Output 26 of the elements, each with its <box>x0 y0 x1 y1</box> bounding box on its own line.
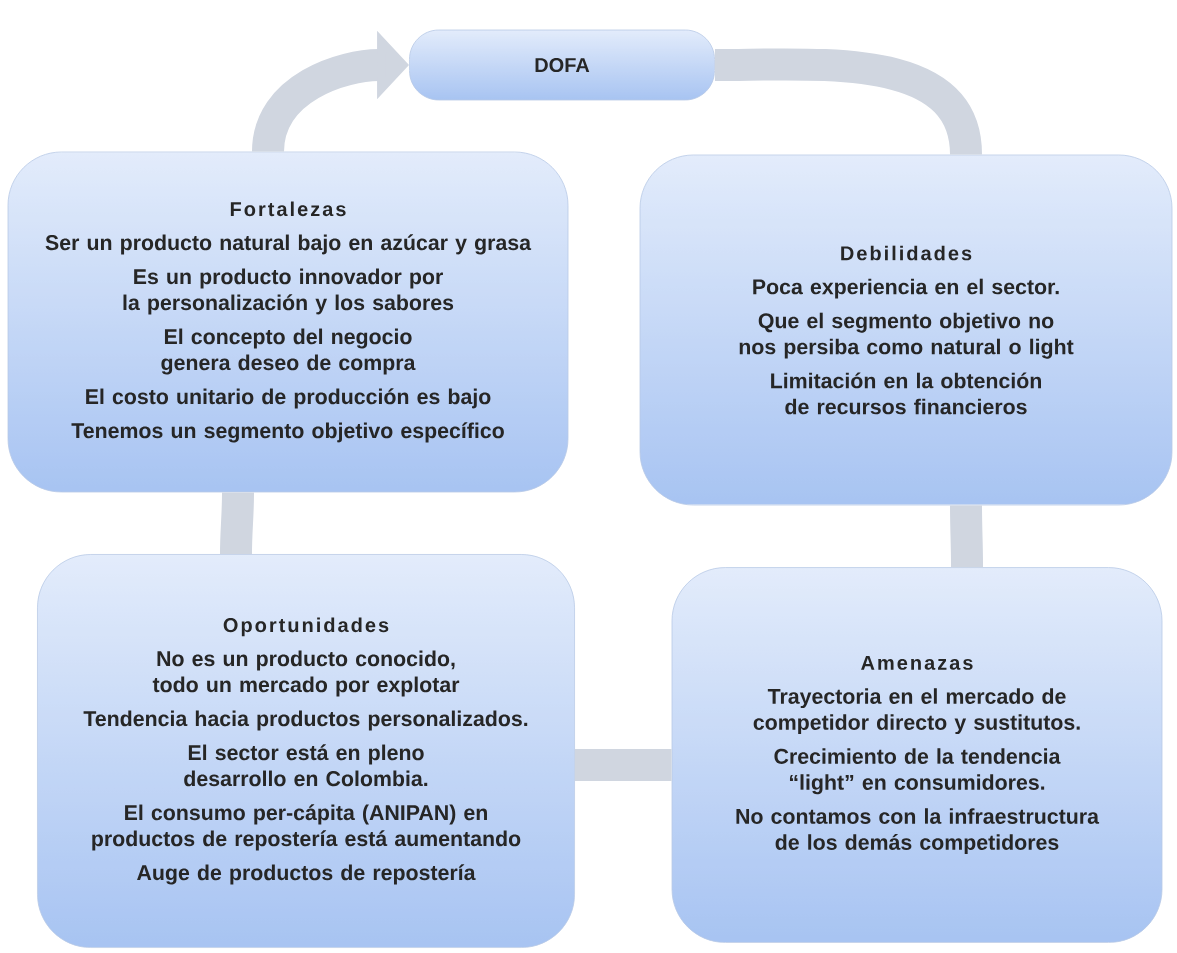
box-heading: Debilidades <box>841 245 972 261</box>
list-item-text: Tenemos un segmento objetivo específico <box>71 422 504 443</box>
list-item-text: Auge de productos de repostería <box>137 864 476 885</box>
list-item-text: No contamos con la infraestructura de los demás competidores <box>736 808 1100 855</box>
list-item-text: Poca experiencia en el sector. <box>753 278 1059 299</box>
list-item-text: Crecimiento de la tendencia “light” en consumidores. <box>774 748 1061 795</box>
box-heading: Oportunidades <box>223 617 389 637</box>
list-item-text: Ser un producto natural bajo en azúcar y grasa <box>45 234 532 255</box>
box-title: DOFA <box>535 57 590 73</box>
list-item-text: Trayectoria en el mercado de competidor directo y sustitutos. <box>753 688 1080 735</box>
list-item-text: El costo unitario de producción es bajo <box>86 388 491 409</box>
box-heading: Amenazas <box>861 655 973 670</box>
list-item-text: Es un producto innovador por la personalización y los sabores <box>123 268 454 315</box>
box-heading: Fortalezas <box>230 201 346 217</box>
rounded-box <box>639 154 1173 506</box>
list-item-text: Que el segmento objetivo no nos persiba como natural o light <box>739 312 1074 359</box>
title-box <box>409 29 715 101</box>
list-item-text: El concepto del negocio genera deseo de compra <box>161 328 416 375</box>
list-item-text: El sector está en pleno desarrollo en Colombia. <box>184 744 428 787</box>
list-item-text: Limitación en la obtención de recursos financieros <box>771 372 1041 415</box>
list-item-text: El consumo per-cápita (ANIPAN) en productos de repostería está aumentando <box>92 804 521 851</box>
rounded-box <box>37 554 575 948</box>
list-item-text: No es un producto conocido, todo un mercado por explotar <box>152 650 460 697</box>
list-item-text: Tendencia hacia productos personalizados. <box>83 710 528 731</box>
rounded-box <box>671 567 1163 943</box>
rounded-box <box>7 151 569 493</box>
